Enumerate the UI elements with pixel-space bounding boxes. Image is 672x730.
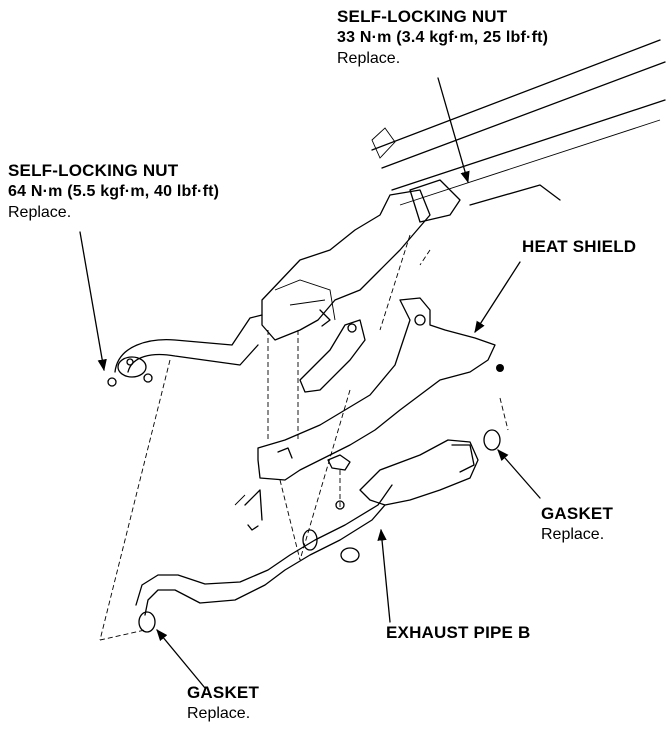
label-heat-shield: HEAT SHIELD — [522, 236, 636, 257]
arrow-heat-shield — [474, 261, 521, 333]
label-self-locking-nut-top: SELF-LOCKING NUT 33 N·m (3.4 kgf·m, 25 l… — [337, 6, 548, 69]
label-gasket-right: GASKET Replace. — [541, 503, 613, 545]
nut-left-name: SELF-LOCKING NUT — [8, 161, 179, 180]
arrow-nut-left — [79, 231, 107, 372]
label-exhaust-pipe-b: EXHAUST PIPE B — [386, 622, 531, 643]
heat-shield — [257, 297, 504, 481]
hanger-bolts — [234, 489, 345, 531]
gasket-bottom-note: Replace. — [187, 705, 251, 722]
converter-body — [261, 189, 431, 341]
exhaust-pipe-b — [135, 429, 501, 633]
gasket-right-note: Replace. — [541, 526, 605, 543]
arrow-exhaust-pipe-b — [377, 528, 391, 623]
nut-top-note: Replace. — [337, 50, 401, 67]
arrow-gasket-right — [497, 449, 541, 499]
leader-arrows — [79, 77, 541, 689]
upper-frame-members — [371, 39, 666, 223]
gasket-right-name: GASKET — [541, 504, 614, 523]
nut-left-torque: 64 N·m (5.5 kgf·m, 40 lbf·ft) — [8, 183, 220, 200]
label-self-locking-nut-left: SELF-LOCKING NUT 64 N·m (5.5 kgf·m, 40 l… — [8, 160, 219, 223]
nut-left-note: Replace. — [8, 204, 72, 221]
assembly-guide-lines — [99, 234, 509, 641]
heat-shield-name: HEAT SHIELD — [522, 237, 637, 256]
label-gasket-bottom: GASKET Replace. — [187, 682, 259, 724]
exhaust-pipe-b-name: EXHAUST PIPE B — [386, 623, 531, 642]
front-pipe — [107, 314, 263, 387]
arrow-nut-top — [437, 77, 470, 184]
nut-top-torque: 33 N·m (3.4 kgf·m, 25 lbf·ft) — [337, 29, 549, 46]
gasket-bottom-name: GASKET — [187, 683, 260, 702]
arrow-gasket-bottom — [156, 629, 206, 689]
nut-top-name: SELF-LOCKING NUT — [337, 7, 508, 26]
